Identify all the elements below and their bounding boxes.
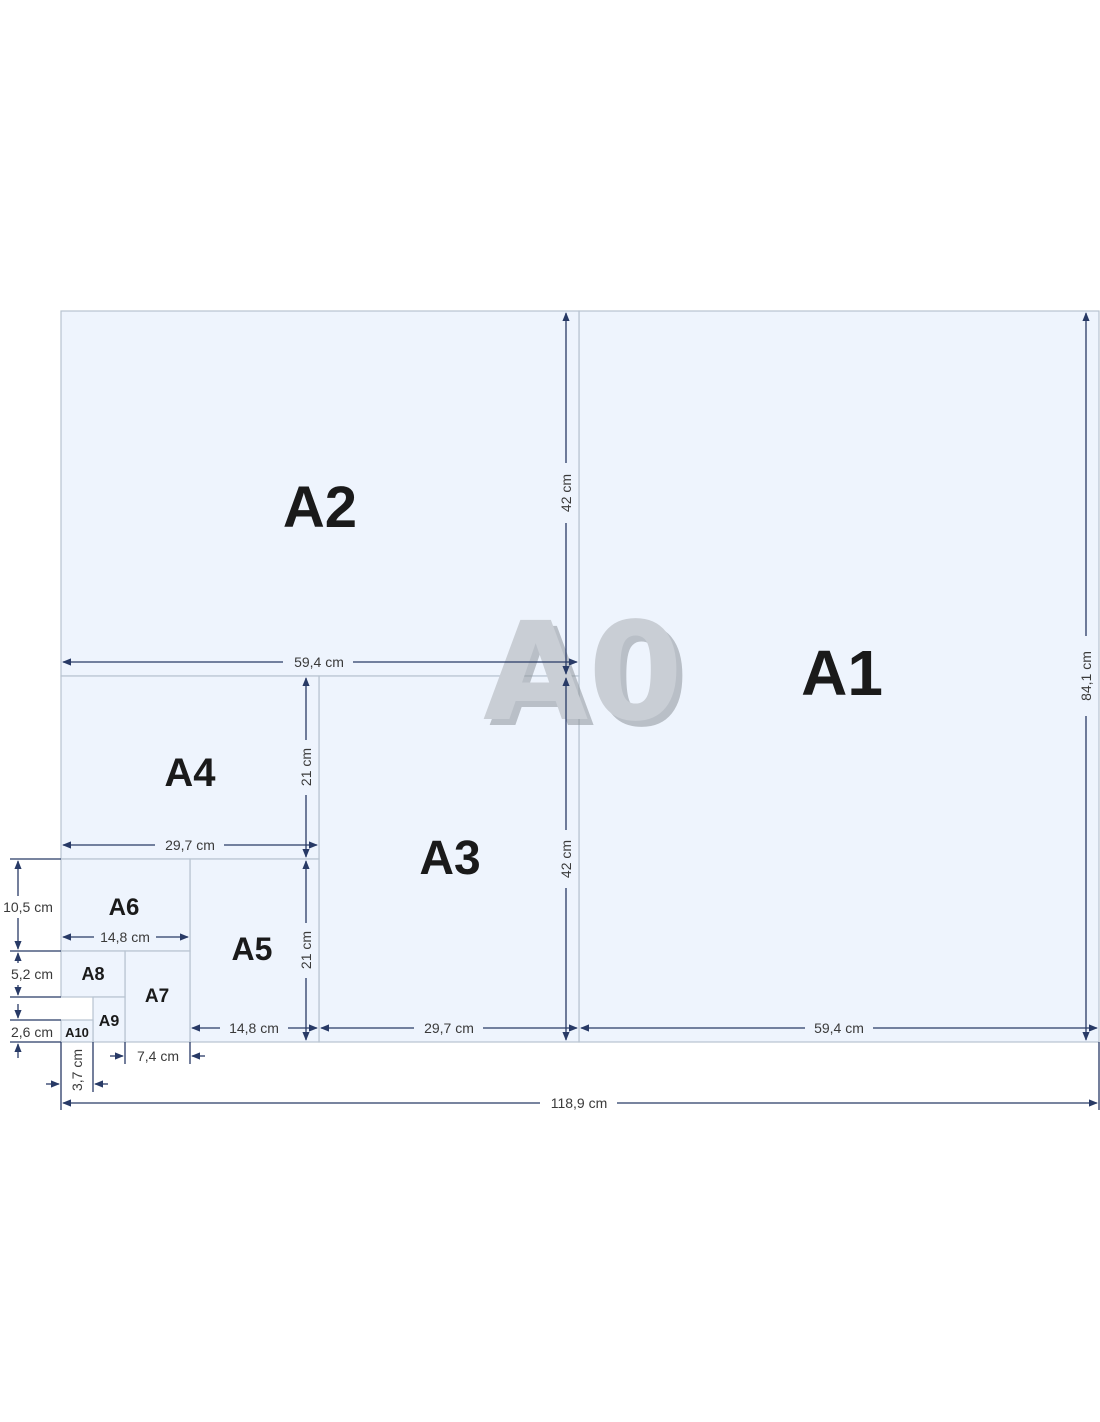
dim-a2-width: 59,4 cm <box>62 654 578 670</box>
a1-width-label: 59,4 cm <box>814 1020 864 1036</box>
a4-width-label: 29,7 cm <box>165 837 215 853</box>
a3-width-label: 29,7 cm <box>424 1020 474 1036</box>
dim-a4-width: 29,7 cm <box>62 837 318 853</box>
dim-a1-width: 59,4 cm <box>580 1020 1098 1036</box>
a4-sheet <box>60 675 320 860</box>
a9-label: A9 <box>99 1013 120 1030</box>
sheet-panels <box>60 310 1100 1043</box>
a7-sheet <box>124 950 191 1043</box>
a5-sheet <box>189 858 320 1043</box>
a8-height-label: 5,2 cm <box>11 966 53 982</box>
a7-width-label: 7,4 cm <box>137 1048 179 1064</box>
a7-label: A7 <box>145 986 169 1007</box>
dim-a2-height: 42 cm <box>558 312 574 675</box>
dim-a8-height: 5,2 cm <box>10 952 61 998</box>
a8-label: A8 <box>81 964 104 984</box>
dim-a10-width: 3,7 cm <box>46 1042 108 1110</box>
a6-sheet <box>60 858 191 952</box>
a3-height-label: 42 cm <box>558 840 574 878</box>
dim-a0-height: 84,1 cm <box>1078 312 1094 1041</box>
a3-sheet <box>318 675 580 1043</box>
a10-label: A10 <box>65 1025 89 1040</box>
dim-a0-width: 118,9 cm <box>62 1042 1100 1111</box>
dim-a4-height: 21 cm <box>298 677 314 858</box>
a5-label: A5 <box>232 931 273 967</box>
a10-height-label: 2,6 cm <box>11 1024 53 1040</box>
dim-a6-height: 10,5 cm <box>3 858 61 952</box>
a1-label: A1 <box>801 637 883 709</box>
a4-height-label: 21 cm <box>298 748 314 786</box>
a0-label-shadow: A0 <box>489 600 689 758</box>
a0-width-label: 118,9 cm <box>551 1095 608 1111</box>
a6-width-label: 14,8 cm <box>100 929 150 945</box>
a0-label: A0 <box>483 594 683 752</box>
a2-width-label: 59,4 cm <box>294 654 344 670</box>
dim-a5-width: 14,8 cm <box>191 1020 318 1036</box>
dim-a7-width: 7,4 cm <box>110 1042 205 1064</box>
a0-height-label: 84,1 cm <box>1078 651 1094 701</box>
a2-sheet <box>60 310 580 677</box>
dim-a6-width: 14,8 cm <box>62 929 189 945</box>
a8-sheet <box>60 950 126 998</box>
a10-sheet <box>60 1019 94 1043</box>
a3-label: A3 <box>419 832 480 885</box>
a2-label: A2 <box>283 475 357 540</box>
dim-a10-height: 2,6 cm <box>10 1004 61 1058</box>
a5-width-label: 14,8 cm <box>229 1020 279 1036</box>
a6-height-label: 10,5 cm <box>3 899 53 915</box>
dim-a5-height: 21 cm <box>298 860 314 1041</box>
a5-height-label: 21 cm <box>298 931 314 969</box>
a10-width-label: 3,7 cm <box>69 1049 85 1091</box>
dim-a3-height: 42 cm <box>558 677 574 1041</box>
a2-height-label: 42 cm <box>558 474 574 512</box>
a4-label: A4 <box>164 751 216 795</box>
dim-a3-width: 29,7 cm <box>320 1020 578 1036</box>
a6-label: A6 <box>109 894 140 921</box>
a1-sheet <box>578 310 1100 1043</box>
